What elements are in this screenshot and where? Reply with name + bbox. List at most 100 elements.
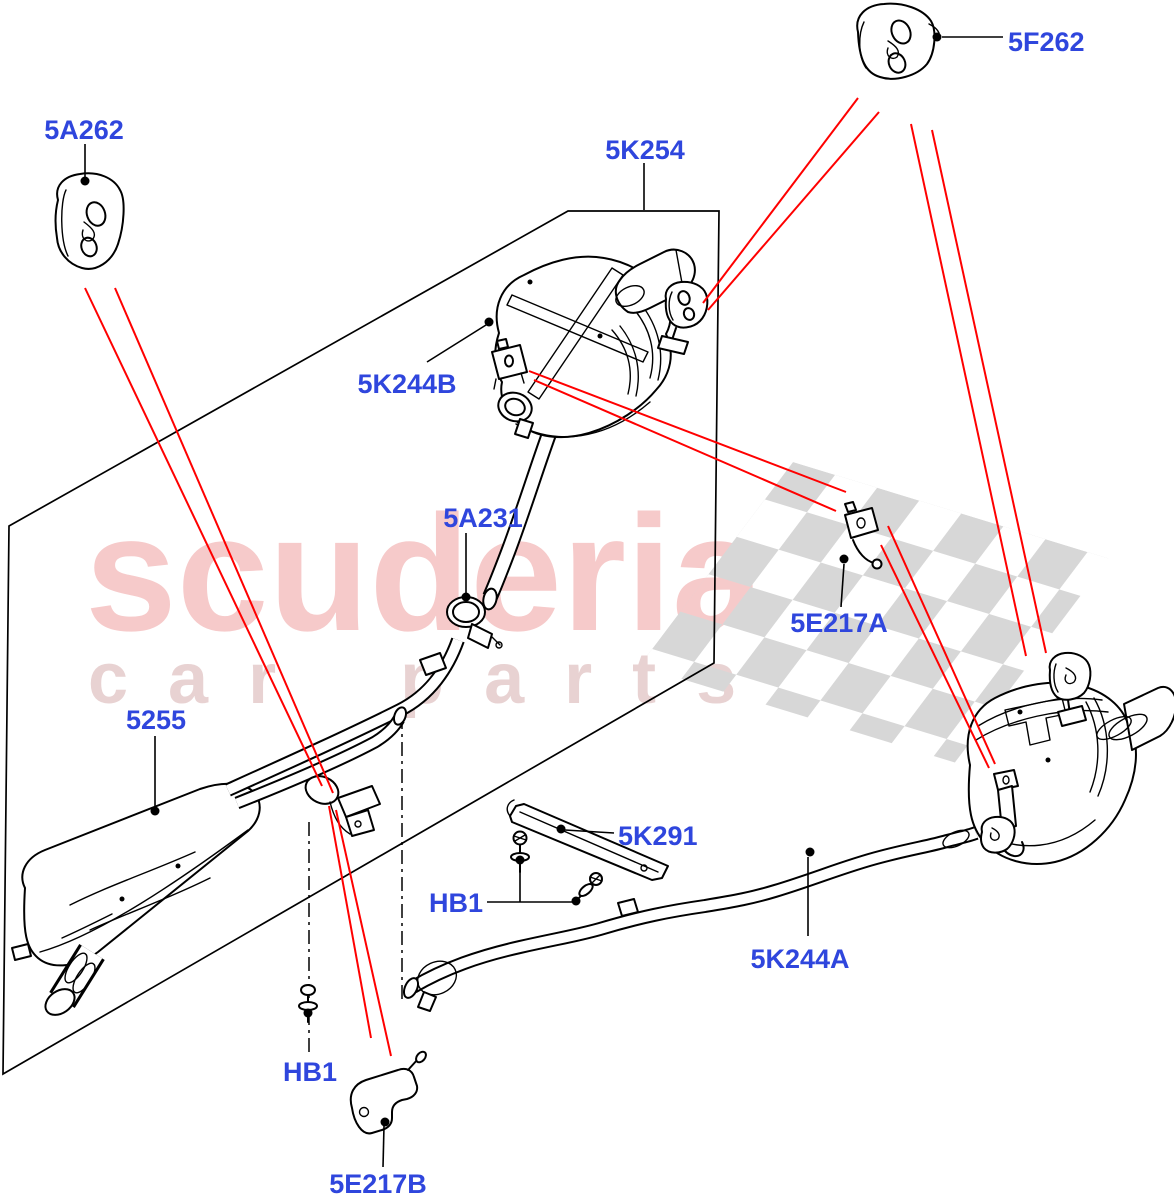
strip-hook — [506, 799, 515, 817]
leader-dot — [932, 32, 942, 42]
part-label-5e217b[interactable]: 5E217B — [329, 1169, 427, 1199]
part-label-5e217a[interactable]: 5E217A — [790, 608, 888, 638]
strip-hole — [640, 864, 648, 872]
front-hanger — [979, 815, 1016, 854]
hanger-slot — [81, 221, 96, 242]
part-label-5k244a[interactable]: 5K244A — [750, 944, 849, 974]
silencer-lip — [39, 829, 249, 953]
bracket-plate — [844, 507, 879, 539]
face-ridge — [1004, 697, 1067, 746]
rear-silencer-right-drawing — [966, 651, 1174, 865]
leader-dot — [80, 176, 90, 186]
mount-bracket-tab — [496, 338, 509, 350]
bracket-pin-end — [415, 1050, 427, 1064]
rear-silencer-left-drawing — [482, 248, 709, 611]
part-label-5f262[interactable]: 5F262 — [1008, 27, 1085, 57]
hanger-bracket-hole — [682, 307, 696, 321]
silencer-rib — [69, 851, 196, 906]
locator-line — [114, 287, 334, 794]
silencer-rib — [89, 877, 211, 931]
locator-line — [910, 123, 1027, 657]
heat-shield-5k291-drawing — [506, 799, 669, 881]
bolt-head — [300, 984, 316, 996]
part-label-5a231[interactable]: 5A231 — [443, 503, 523, 533]
exhaust-hanger-5f262-drawing — [856, 2, 941, 80]
clamp-bolt-head — [495, 641, 503, 649]
part-label-5k244b[interactable]: 5K244B — [357, 369, 456, 399]
x-ridge — [506, 267, 649, 400]
leader-lines — [80, 32, 1003, 1168]
leader-dot — [805, 847, 815, 857]
face-ribs — [1085, 697, 1109, 797]
front-bracket-top — [993, 769, 1019, 791]
support-bracket-5e217b-drawing — [349, 1050, 427, 1135]
inlet-clamp-ring — [64, 952, 88, 984]
leader-dot — [515, 855, 525, 865]
checkered-flag — [639, 462, 1109, 763]
downpipe-open-end — [482, 587, 498, 611]
inlet-flange — [942, 829, 970, 849]
bolt-washer — [578, 883, 594, 897]
second-pipe-inner — [235, 716, 403, 808]
bracket-plate — [337, 785, 381, 818]
lower-clamp-inner — [504, 397, 526, 417]
front-bracket-hole — [1002, 775, 1010, 785]
part-label-5k291[interactable]: 5K291 — [618, 821, 698, 851]
bolt-head-cross — [513, 834, 527, 842]
locator-line — [528, 370, 847, 493]
mount-bracket-hole — [504, 354, 514, 368]
leader-line — [426, 324, 487, 363]
leader-dot — [380, 1117, 390, 1127]
tailpipe-5k244a-drawing — [402, 826, 979, 1012]
face-ribs — [611, 303, 662, 397]
inlet-clamp-bolt-tab — [11, 943, 32, 961]
leader-line — [564, 829, 615, 834]
locator-line — [880, 544, 990, 769]
locator-line — [707, 111, 880, 311]
leader-dot — [571, 896, 581, 906]
mount-bracket-feet — [493, 372, 525, 390]
leader-dot — [484, 317, 494, 327]
clamp-bolt — [491, 636, 501, 646]
spot-weld — [527, 279, 533, 285]
front-silencer-5255-drawing — [11, 782, 261, 1016]
inlet-clamp-ring — [72, 962, 96, 994]
part-label-5k254[interactable]: 5K254 — [605, 135, 685, 165]
leader-line — [840, 563, 845, 608]
lower-clamp-tab — [514, 418, 534, 439]
part-label-5255[interactable]: 5255 — [126, 705, 186, 735]
second-pipe-open-end — [392, 706, 408, 726]
silencer-inlet-end — [44, 988, 76, 1016]
leader-line — [487, 864, 574, 903]
locator-line — [328, 805, 372, 1039]
watermark-brand-text: scuderia — [85, 481, 765, 665]
tail-finisher-cap — [1108, 713, 1148, 741]
front-hanger-slot — [989, 827, 1000, 841]
joint-clamp — [416, 960, 458, 996]
checkered-flag-fill — [639, 462, 1109, 763]
pipe-tab-bracket — [419, 652, 447, 676]
part-label-hb1-center[interactable]: HB1 — [429, 888, 483, 918]
hanger-plate — [1057, 705, 1087, 727]
hanger-rim — [859, 21, 867, 69]
part-label-hb1-bottom[interactable]: HB1 — [283, 1057, 337, 1087]
bolt-head-cross — [589, 874, 603, 884]
hanger-plate — [657, 335, 689, 355]
hanger-slot — [886, 40, 900, 60]
part-label-5a262[interactable]: 5A262 — [44, 115, 124, 145]
silencer-dimple — [119, 896, 125, 902]
clamp-band-inner — [452, 601, 480, 623]
hanger-hole — [85, 201, 107, 227]
hanger-bracket-rim — [1053, 663, 1059, 693]
leader-dot — [556, 824, 566, 834]
tail-collar — [1096, 715, 1132, 741]
spot-weld — [1045, 757, 1051, 763]
watermark: scuderia car parts — [85, 462, 1109, 763]
locator-line — [84, 287, 323, 787]
hanger-slot — [1064, 667, 1077, 685]
leader-dot — [303, 1008, 313, 1018]
clamp-tab — [467, 623, 493, 649]
strip-crease — [519, 811, 659, 873]
spot-weld — [1017, 709, 1023, 715]
